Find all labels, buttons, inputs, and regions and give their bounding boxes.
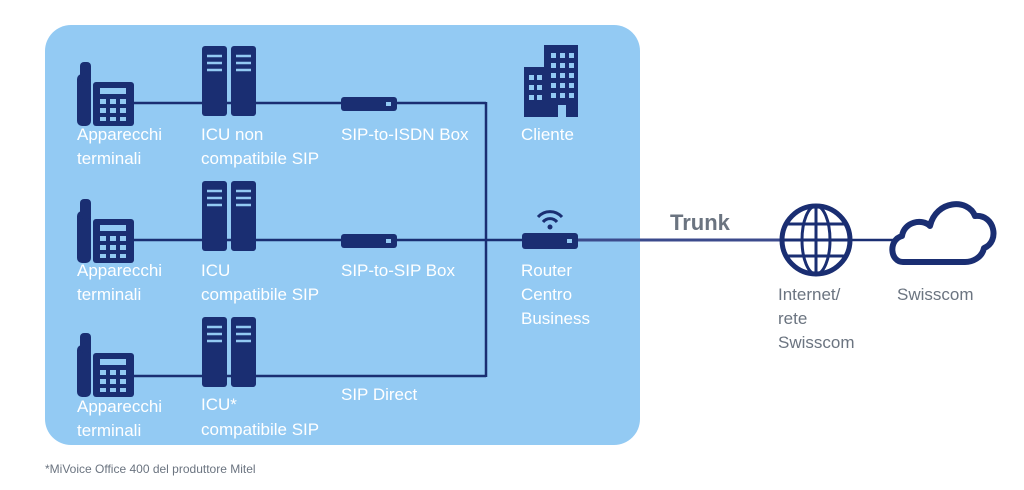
desk-phone-icon: [77, 333, 134, 397]
router-icon: [522, 210, 578, 249]
link-label: SIP-to-SIP Box: [341, 261, 456, 280]
icu-server-icon: [202, 181, 256, 251]
link-label: SIP-to-ISDN Box: [341, 125, 469, 144]
row-3: [77, 317, 256, 397]
customer-label: Cliente: [521, 125, 574, 144]
building-icon: [524, 45, 578, 117]
desk-phone-icon: [77, 199, 134, 263]
row-2: [77, 181, 397, 263]
footnote: *MiVoice Office 400 del produttore Mitel: [45, 462, 256, 476]
icu-label: ICU*compatibile SIP: [201, 395, 319, 439]
icu-server-icon: [202, 317, 256, 387]
internet-label: Internet/ rete Swisscom: [778, 285, 855, 352]
trunk-label: Trunk: [670, 210, 731, 235]
icu-server-icon: [202, 46, 256, 116]
connection-lines: [120, 101, 898, 378]
cloud-icon: [889, 201, 997, 265]
router-label: Router Centro Business: [521, 261, 590, 328]
row-1: [77, 46, 397, 126]
globe-icon: [779, 203, 853, 277]
gateway-box-icon: [341, 97, 397, 111]
cloud-label: Swisscom: [897, 285, 974, 304]
gateway-box-icon: [341, 234, 397, 248]
desk-phone-icon: [77, 62, 134, 126]
link-label: SIP Direct: [341, 385, 417, 404]
